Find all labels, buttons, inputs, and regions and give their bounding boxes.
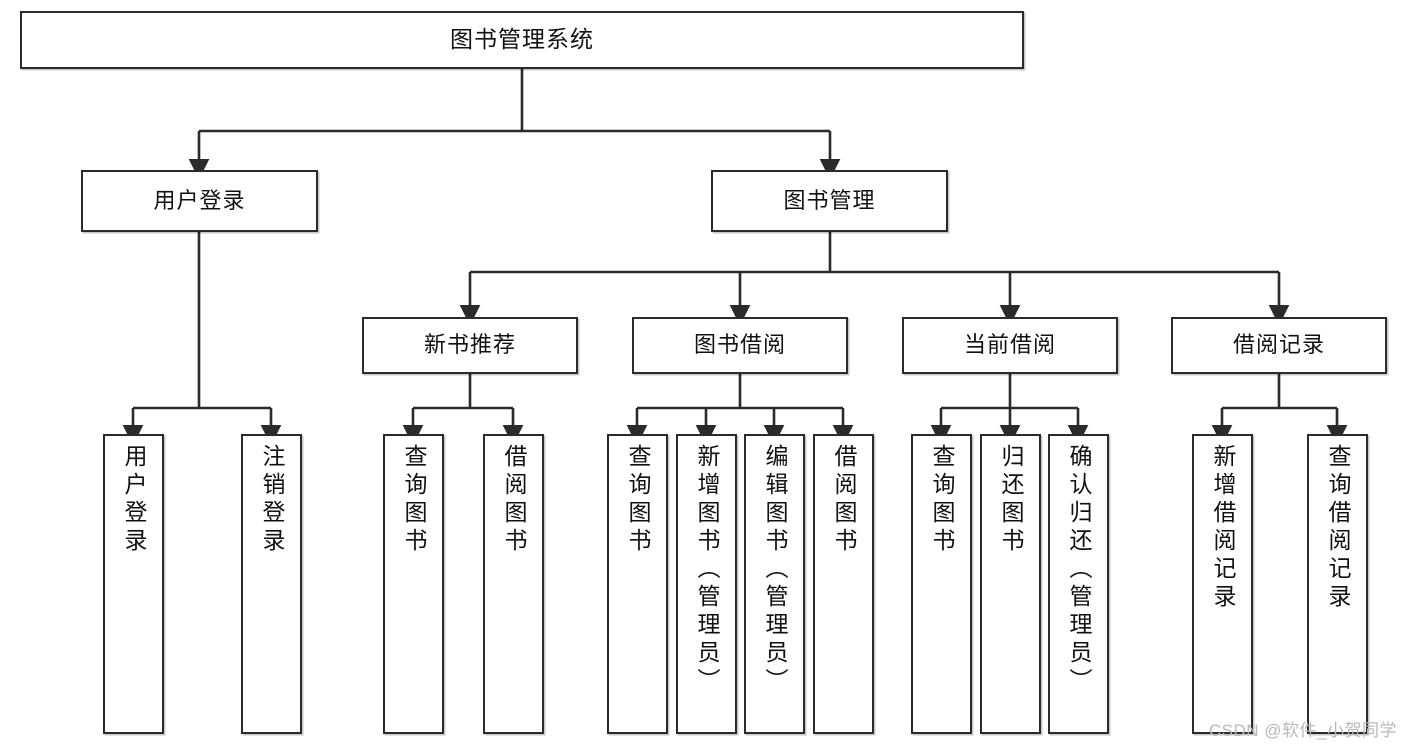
node-leaf-user-login[interactable]: 用户登录 (103, 434, 164, 734)
node-label: 新增借阅记录 (1210, 444, 1236, 612)
node-label: 查询借阅记录 (1325, 444, 1351, 612)
node-current-borrow[interactable]: 当前借阅 (902, 317, 1118, 374)
node-label: 借阅图书 (831, 444, 857, 556)
watermark: CSDN @软件_小贺同学 (1208, 721, 1397, 740)
node-borrow-record[interactable]: 借阅记录 (1171, 317, 1387, 374)
node-leaf-add-borrow-record[interactable]: 新增借阅记录 (1192, 434, 1253, 734)
node-label: 查询图书 (401, 444, 427, 556)
node-leaf-user-logout[interactable]: 注销登录 (241, 434, 302, 734)
node-label: 编辑图书（管理员） (762, 444, 788, 696)
node-label: 查询图书 (625, 444, 651, 556)
node-label: 查询图书 (929, 444, 955, 556)
node-leaf-borrow-book-1[interactable]: 借阅图书 (483, 434, 544, 734)
node-label: 新书推荐 (423, 332, 516, 358)
node-leaf-add-book-admin[interactable]: 新增图书（管理员） (676, 434, 737, 734)
node-label: 新增图书（管理员） (694, 444, 720, 696)
node-leaf-query-borrow-record[interactable]: 查询借阅记录 (1307, 434, 1368, 734)
node-leaf-query-book-3[interactable]: 查询图书 (911, 434, 972, 734)
node-leaf-confirm-return-admin[interactable]: 确认归还（管理员） (1048, 434, 1109, 734)
node-root-book-management-system[interactable]: 图书管理系统 (20, 11, 1024, 69)
node-label: 图书借阅 (693, 332, 786, 358)
node-book-borrow[interactable]: 图书借阅 (632, 317, 848, 374)
node-label: 图书管理 (783, 187, 876, 213)
node-label: 注销登录 (259, 444, 285, 556)
node-label: 用户登录 (121, 444, 147, 556)
node-book-manage[interactable]: 图书管理 (711, 170, 948, 232)
node-label: 图书管理系统 (450, 26, 594, 53)
node-leaf-borrow-book-2[interactable]: 借阅图书 (813, 434, 874, 734)
node-leaf-return-book[interactable]: 归还图书 (980, 434, 1041, 734)
node-label: 借阅图书 (501, 444, 527, 556)
node-label: 借阅记录 (1232, 332, 1325, 358)
node-new-book-recommend[interactable]: 新书推荐 (362, 317, 578, 374)
node-leaf-edit-book-admin[interactable]: 编辑图书（管理员） (744, 434, 805, 734)
node-leaf-query-book-1[interactable]: 查询图书 (383, 434, 444, 734)
node-label: 用户登录 (153, 187, 246, 213)
node-label: 确认归还（管理员） (1066, 444, 1092, 696)
node-user-login[interactable]: 用户登录 (81, 170, 318, 232)
node-leaf-query-book-2[interactable]: 查询图书 (607, 434, 668, 734)
node-label: 当前借阅 (963, 332, 1056, 358)
node-label: 归还图书 (998, 444, 1024, 556)
